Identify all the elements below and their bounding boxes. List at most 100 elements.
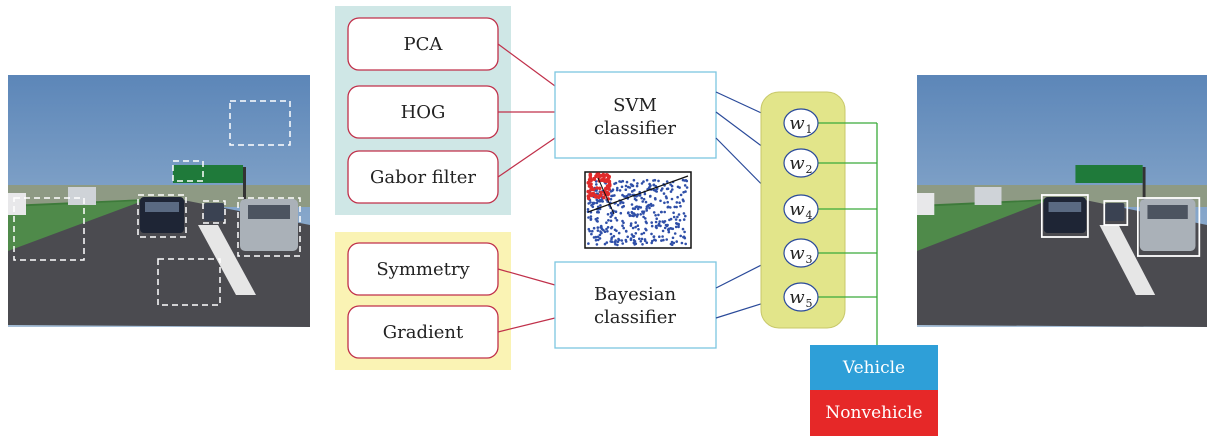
scatter-point-red (607, 179, 612, 184)
bayesian-classifier[interactable]: Bayesian classifier (554, 261, 717, 349)
scatter-point-red (596, 195, 601, 200)
scatter-point-red (592, 176, 596, 181)
scatter-point-red (586, 189, 590, 194)
scatter-point-blue (638, 237, 641, 241)
scatter-point-blue (605, 241, 609, 244)
scatter-point-red (598, 186, 602, 191)
feature-gabor-filter[interactable]: Gabor filter (347, 150, 499, 204)
scatter-point-blue (630, 210, 634, 214)
scatter-point-blue (667, 228, 670, 232)
scatter-point-blue (682, 218, 686, 221)
scatter-point-blue (637, 228, 640, 231)
svg-text:1: 1 (806, 123, 813, 136)
scatter-point-blue (616, 243, 619, 247)
scatter-point-blue (595, 243, 599, 246)
scatter-point-blue (631, 214, 634, 217)
scatter-point-blue (634, 221, 637, 224)
scatter-point-blue (614, 181, 618, 185)
scatter-point-blue (642, 215, 645, 219)
scatter-point-blue (617, 231, 621, 235)
scatter-point-blue (633, 197, 637, 201)
scatter-point-blue (639, 213, 642, 216)
weight-node-w5: w 5 (783, 282, 819, 312)
scatter-point-blue (660, 239, 663, 242)
svg-text:w: w (789, 153, 805, 174)
scatter-point-blue (680, 241, 684, 245)
scatter-point-blue (592, 226, 596, 230)
scatter-point-blue (588, 229, 591, 233)
scatter-point-blue (682, 235, 685, 239)
svg-text:2: 2 (806, 163, 813, 176)
scatter-point-blue (644, 217, 647, 220)
scatter-point-blue (654, 197, 657, 201)
scatter-point-blue (653, 178, 657, 182)
scatter-point-blue (620, 185, 624, 189)
scatter-point-blue (640, 182, 644, 185)
scatter-point-red (599, 190, 603, 195)
scatter-point-blue (665, 196, 668, 200)
scatter-point-blue (666, 223, 669, 227)
scatter-point-blue (659, 224, 662, 228)
feature-gradient[interactable]: Gradient (347, 305, 499, 359)
scatter-points (586, 172, 689, 247)
scatter-point-blue (663, 201, 666, 205)
scatter-point-red (588, 176, 593, 180)
scatter-point-blue (655, 190, 658, 193)
scatter-point-blue (643, 192, 647, 196)
scatter-point-blue (683, 179, 686, 182)
svg-text:HOG: HOG (401, 102, 446, 123)
scatter-point-blue (660, 210, 663, 214)
scatter-point-blue (636, 182, 639, 185)
scatter-point-blue (659, 199, 662, 203)
scatter-point-blue (678, 201, 681, 204)
detected-vehicle-boxes (1040, 194, 1201, 257)
scatter-point-blue (682, 212, 686, 215)
scatter-point-blue (684, 214, 687, 218)
scatter-point-blue (603, 230, 607, 233)
svg-text:w: w (789, 287, 805, 308)
scatter-point-blue (679, 234, 682, 238)
scatter-point-blue (586, 208, 590, 211)
feature-pca[interactable]: PCA (347, 17, 499, 71)
scatter-point-blue (685, 186, 689, 189)
scatter-point-blue (609, 197, 613, 201)
vote-lines (818, 122, 878, 345)
scatter-point-blue (598, 237, 602, 240)
scatter-point-blue (676, 215, 679, 219)
scatter-point-blue (644, 220, 648, 223)
scatter-point-blue (610, 225, 614, 229)
scatter-point-blue (620, 200, 623, 204)
scatter-point-blue (634, 232, 638, 235)
svg-text:Symmetry: Symmetry (376, 259, 470, 280)
scatter-point-blue (622, 226, 625, 230)
scatter-point-blue (684, 190, 687, 193)
scatter-point-blue (685, 179, 689, 183)
scatter-point-blue (654, 214, 657, 217)
scatter-point-blue (652, 235, 656, 239)
scatter-point-blue (669, 206, 672, 209)
scatter-point-blue (619, 211, 623, 215)
scatter-point-blue (670, 227, 673, 230)
feature-hog[interactable]: HOG (347, 85, 499, 139)
scatter-point-blue (671, 236, 675, 240)
candidate-boxes (13, 100, 301, 306)
svm-classifier[interactable]: SVM classifier (554, 71, 717, 159)
vehicle-output-label: Vehicle (842, 357, 906, 378)
scatter-point-blue (629, 222, 633, 225)
scatter-point-blue (589, 201, 592, 204)
scatter-point-red (604, 173, 609, 177)
scatter-point-blue (592, 236, 596, 239)
scatter-point-blue (610, 214, 614, 217)
scatter-point-blue (648, 206, 651, 210)
scatter-point-red (602, 175, 606, 179)
scatter-point-blue (628, 213, 631, 217)
scatter-point-blue (635, 205, 639, 208)
svg-text:w: w (789, 113, 805, 134)
feature-symmetry[interactable]: Symmetry (347, 242, 499, 296)
scatter-point-blue (596, 229, 600, 232)
scatter-point-blue (590, 232, 593, 236)
scatter-point-blue (609, 232, 613, 236)
scatter-point-red (589, 193, 594, 198)
scatter-point-blue (681, 198, 685, 201)
